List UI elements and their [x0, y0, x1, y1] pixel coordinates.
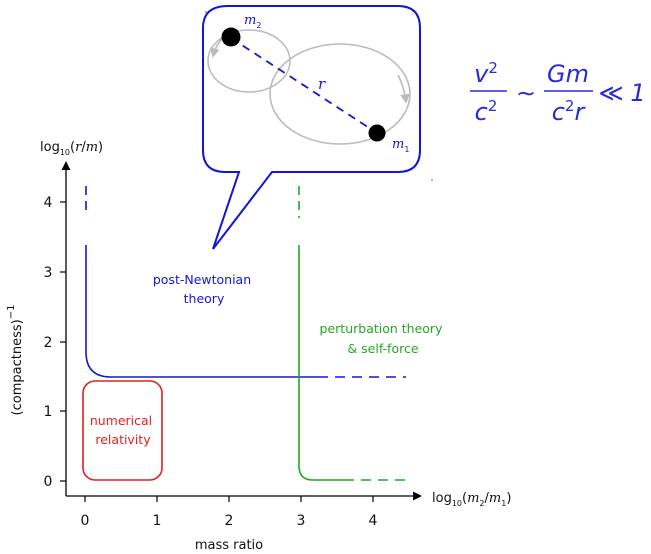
perturbation-boundary — [298, 186, 410, 481]
orbit-m2 — [207, 29, 291, 93]
y-tick-label: 3 — [44, 265, 53, 281]
numerical-relativity-label: numerical relativity — [90, 413, 156, 447]
post-newtonian-boundary — [85, 186, 406, 378]
stray-dot — [431, 179, 433, 181]
label-separation: r — [318, 75, 326, 93]
stray-dot — [205, 11, 207, 13]
svg-text:≪: ≪ — [598, 79, 623, 107]
y-ticks — [60, 201, 66, 482]
y-axis-title: (compactness)−1 — [6, 305, 25, 416]
svg-text:(compactness)−1: (compactness)−1 — [6, 305, 25, 416]
post-newtonian-label: post-Newtonian theory — [153, 272, 255, 306]
svg-text:Gm: Gm — [547, 60, 589, 88]
x-tick-label: 0 — [81, 513, 90, 529]
y-tick-label: 1 — [44, 404, 53, 420]
x-ticks — [84, 496, 374, 502]
svg-text:c2r: c2r — [552, 97, 587, 126]
perturbation-label: perturbation theory & self-force — [320, 321, 447, 356]
svg-text:∼: ∼ — [516, 79, 536, 107]
separation-line — [230, 37, 378, 134]
y-tick-label: 0 — [44, 474, 53, 490]
label-m2: m2 — [244, 13, 261, 30]
x-tick-label: 1 — [153, 513, 162, 529]
y-tick-label: 2 — [44, 335, 53, 351]
x-tick-label: 3 — [297, 513, 306, 529]
svg-text:c2: c2 — [475, 97, 498, 126]
pn-formula: v2 c2 ∼ Gm c2r ≪ 1 — [470, 59, 646, 126]
y-axis-variable-label: log10(r/m) — [40, 140, 103, 157]
speech-bubble — [202, 5, 421, 250]
y-tick-label: 4 — [44, 195, 53, 211]
svg-text:1: 1 — [630, 79, 645, 107]
label-m1: m1 — [392, 137, 409, 154]
x-tick-label: 4 — [369, 513, 378, 529]
body-m2 — [221, 27, 241, 47]
numerical-relativity-box — [82, 380, 163, 481]
x-axis-title: mass ratio — [195, 538, 263, 553]
x-axis-variable-label: log10(m2/m1) — [432, 491, 511, 508]
orbit-arrow-m1 — [397, 74, 410, 104]
x-tick-label: 2 — [225, 513, 234, 529]
svg-text:v2: v2 — [474, 59, 498, 88]
body-m1 — [368, 124, 386, 142]
orbit-m1 — [269, 43, 411, 145]
